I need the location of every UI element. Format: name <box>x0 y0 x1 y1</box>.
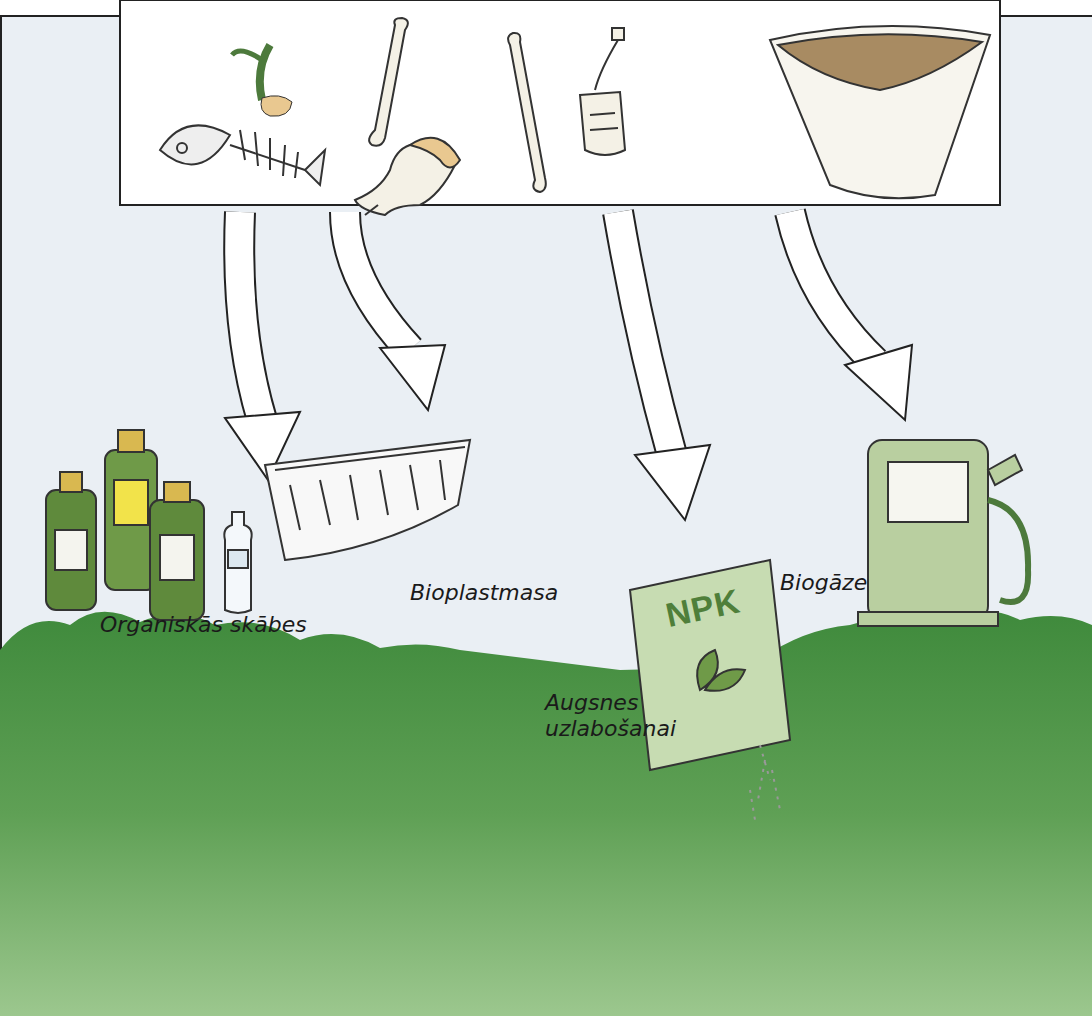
fertilizer-bag <box>630 560 790 820</box>
acid-bottles <box>46 430 204 620</box>
product-label: Bioplastmasa <box>410 580 610 606</box>
grass <box>0 611 1092 1016</box>
coffee-filter <box>770 26 990 198</box>
plant-scrap <box>232 45 292 116</box>
product-label: Organiskās skābes <box>100 612 360 638</box>
product-label: Biogāze <box>780 570 920 596</box>
product-label: Augsnes uzlabošanai <box>545 690 685 742</box>
fish-skeleton <box>160 125 325 185</box>
waste-box <box>120 0 1000 205</box>
tea-bag <box>580 28 625 155</box>
apple-core <box>355 138 460 215</box>
gas-pump <box>858 440 1028 626</box>
